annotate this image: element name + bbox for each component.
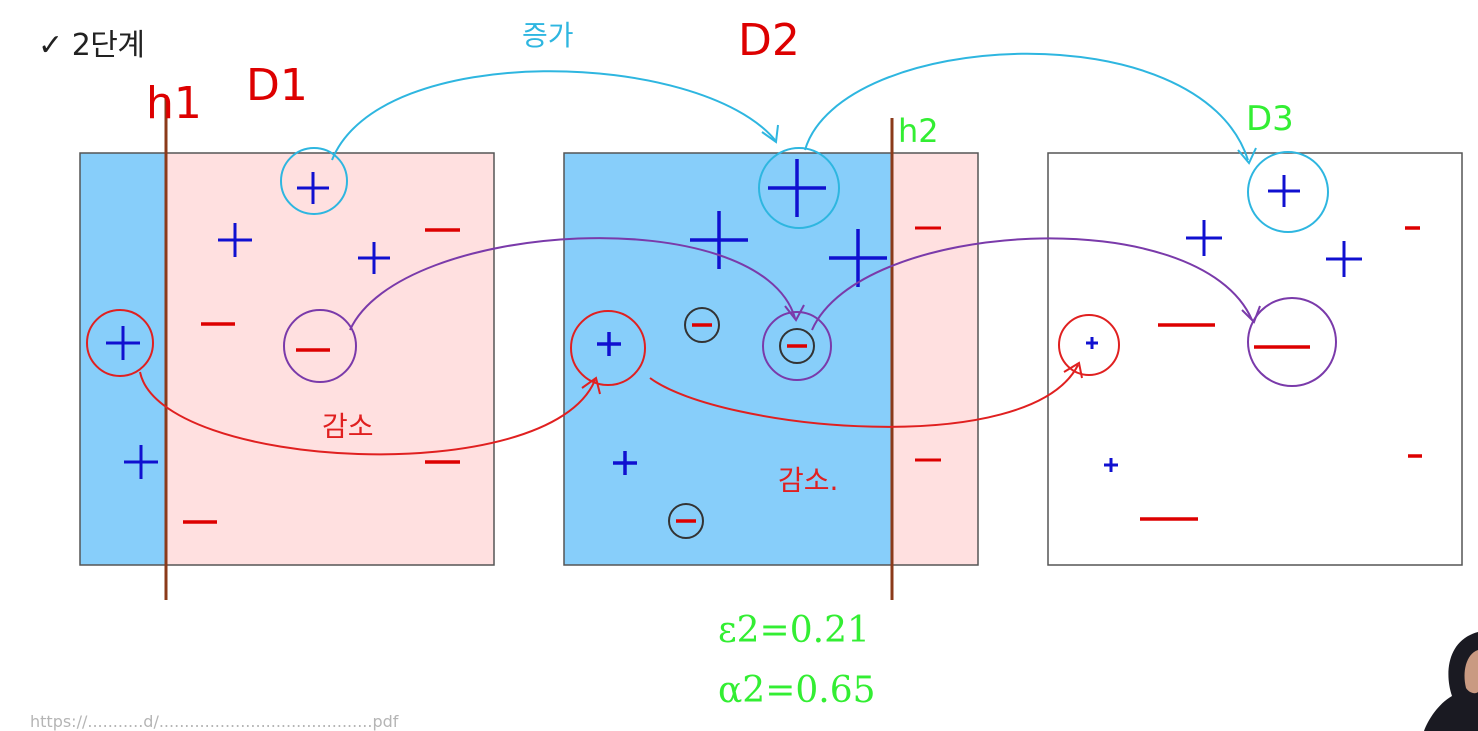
plus-point-small — [1086, 337, 1098, 349]
arrow-head — [1237, 147, 1257, 165]
red-arrow — [649, 364, 1079, 428]
cyan-circle — [1247, 151, 1329, 233]
label-h2: h2 — [898, 112, 939, 150]
arrow-head — [581, 376, 601, 395]
panel-round-3 — [1047, 152, 1463, 566]
minus-point-circled — [668, 503, 704, 539]
negative-points — [1140, 226, 1422, 521]
misclassified-markers — [86, 147, 1337, 387]
panel-round-2 — [563, 118, 979, 600]
plus-point-large — [690, 211, 748, 269]
arrow-head — [1241, 305, 1261, 324]
purple-arrow — [349, 237, 796, 331]
red-arrow — [139, 371, 596, 456]
handwritten-labels: h1 h2 D1 D2 D3 증가 감소 감소. — [146, 15, 1294, 497]
arrow-head — [1063, 361, 1083, 379]
epsilon-value: ε2=0.21 — [718, 610, 870, 651]
label-d2: D2 — [738, 15, 800, 66]
plus-point — [1326, 241, 1362, 277]
cyan-arrow — [804, 52, 1249, 161]
label-d3: D3 — [1246, 99, 1294, 139]
plus-point-small — [1104, 458, 1118, 472]
negative-points — [183, 228, 460, 524]
source-url: https://...........d/...................… — [30, 712, 399, 731]
purple-circle — [1247, 297, 1337, 387]
panel-border — [563, 152, 979, 566]
minus-point-circled — [779, 328, 815, 364]
panel-border — [1047, 152, 1463, 566]
plus-point — [297, 172, 329, 204]
label-increase: 증가 — [522, 19, 574, 52]
red-circle — [1058, 314, 1120, 376]
step-label: 2단계 — [71, 28, 145, 63]
plus-point — [124, 445, 158, 479]
purple-circle — [762, 311, 832, 381]
panel-round-1 — [79, 95, 495, 600]
plus-point — [1268, 175, 1300, 207]
negative-points — [668, 226, 941, 539]
label-h1: h1 — [146, 78, 202, 129]
region-positive — [564, 153, 892, 565]
label-d1: D1 — [246, 60, 308, 111]
red-circle — [570, 310, 646, 386]
purple-arrow — [811, 237, 1253, 331]
positive-points — [1086, 175, 1362, 472]
plus-point — [613, 451, 637, 475]
region-negative — [892, 153, 978, 565]
cyan-circle — [280, 147, 348, 215]
red-circle — [86, 309, 154, 377]
plus-point-large — [768, 159, 826, 217]
presenter-thumbnail — [1424, 632, 1478, 731]
label-decrease: 감소 — [322, 410, 374, 443]
arrow-head — [761, 124, 779, 144]
plus-point — [358, 242, 390, 274]
cyan-circle — [758, 147, 840, 229]
cyan-arrow — [331, 70, 776, 161]
checkmark-icon: ✓ — [38, 28, 63, 63]
arrow-head — [784, 304, 805, 322]
positive-points — [106, 172, 390, 479]
plus-point-large — [829, 229, 887, 287]
region-negative — [166, 153, 494, 565]
positive-points — [597, 159, 887, 475]
plus-point — [597, 332, 621, 356]
plus-point — [106, 326, 140, 360]
plus-point — [218, 223, 252, 257]
minus-point-circled — [684, 307, 720, 343]
alpha-value: α2=0.65 — [718, 670, 876, 711]
step-title: ✓ 2단계 — [38, 20, 145, 64]
plus-point — [1186, 220, 1222, 256]
transition-arrows — [139, 52, 1261, 456]
purple-circle — [283, 309, 357, 383]
label-decrease: 감소. — [778, 464, 838, 497]
panel-border — [79, 152, 495, 566]
